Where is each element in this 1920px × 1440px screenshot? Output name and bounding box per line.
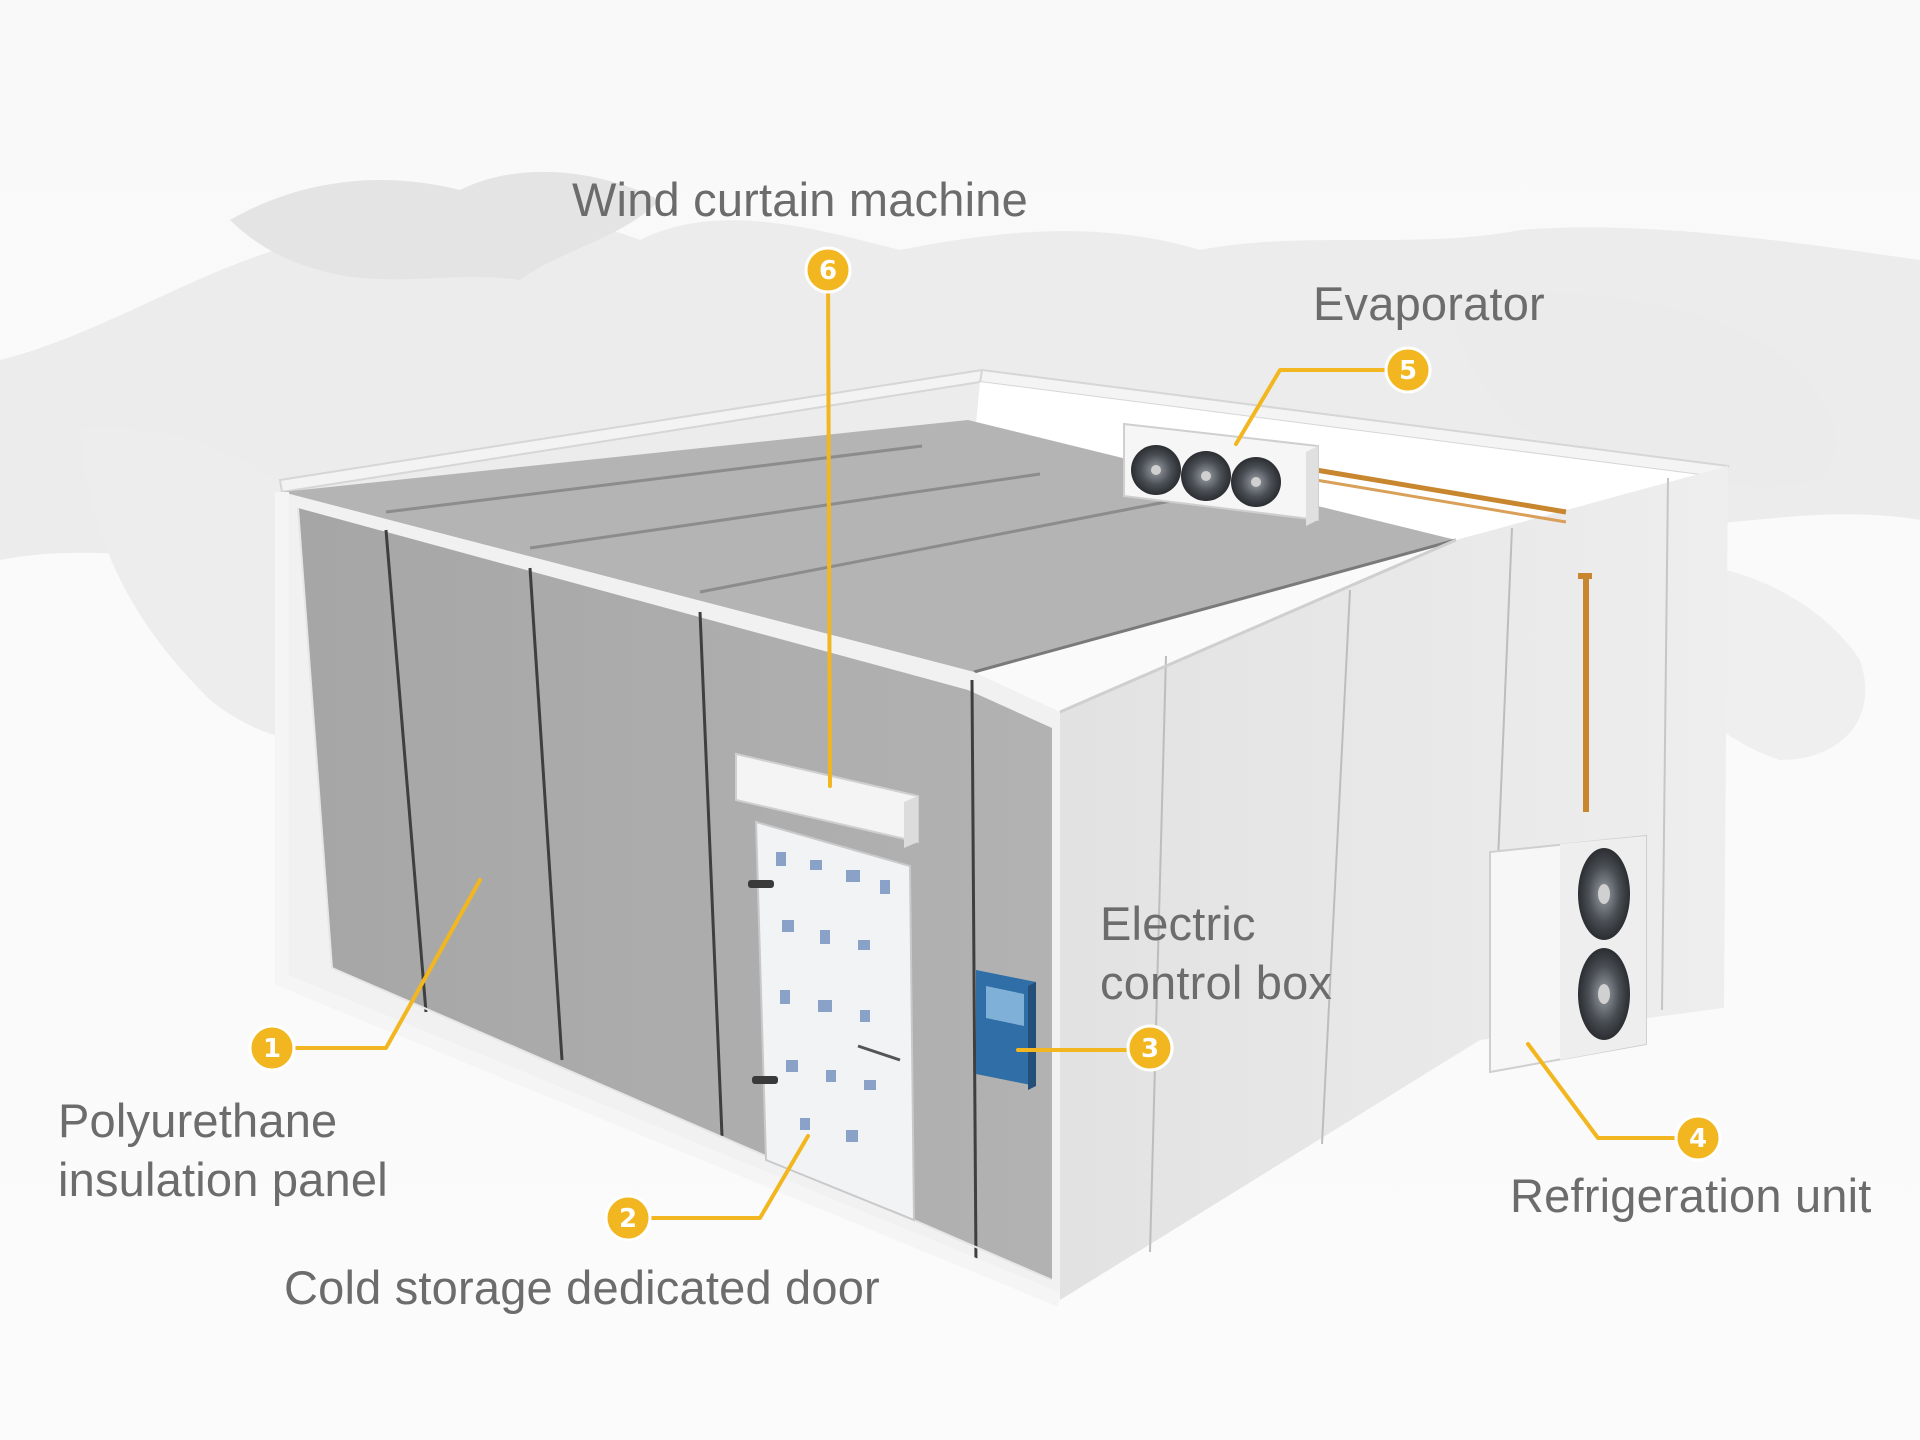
copper-pipes — [1315, 467, 1592, 812]
wind-curtain-machine — [735, 752, 919, 848]
door-hinge-icon — [748, 880, 778, 1084]
callout-badge-4: 4 — [1674, 1114, 1722, 1162]
leader-line-5 — [1234, 368, 1410, 446]
evaporator-fan-icon — [1131, 445, 1281, 507]
callout-badges: 1 2 3 4 5 6 — [248, 246, 1722, 1242]
svg-text:2: 2 — [619, 1204, 637, 1234]
evaporator-unit — [1123, 422, 1319, 526]
svg-text:1: 1 — [263, 1034, 281, 1064]
cold-storage-door — [748, 820, 916, 1222]
label-polyurethane-insulation-panel: Polyurethane insulation panel — [58, 1094, 388, 1206]
leader-line-2 — [626, 1134, 810, 1220]
svg-text:6: 6 — [819, 256, 837, 286]
leader-line-1 — [270, 878, 482, 1050]
label-refrigeration-unit: Refrigeration unit — [1510, 1169, 1872, 1222]
label-cold-storage-dedicated-door: Cold storage dedicated door — [284, 1261, 880, 1314]
svg-text:4: 4 — [1689, 1124, 1707, 1154]
svg-text:3: 3 — [1141, 1034, 1159, 1064]
leader-line-6 — [826, 270, 832, 788]
callout-badge-6: 6 — [804, 246, 852, 294]
label-electric-control-box: Electric control box — [1100, 897, 1333, 1009]
condenser-fan-icon — [1578, 848, 1630, 1040]
leader-line-4 — [1526, 1042, 1700, 1140]
refrigeration-unit — [1489, 834, 1647, 1074]
callout-badge-3: 3 — [1126, 1024, 1174, 1072]
callout-badge-1: 1 — [248, 1024, 296, 1072]
side-wall — [1059, 466, 1728, 1300]
callout-badge-5: 5 — [1384, 346, 1432, 394]
label-evaporator: Evaporator — [1313, 277, 1545, 330]
callout-badge-2: 2 — [604, 1194, 652, 1242]
electric-control-box — [976, 970, 1036, 1090]
label-wind-curtain-machine: Wind curtain machine — [572, 173, 1028, 226]
svg-text:5: 5 — [1399, 356, 1417, 386]
